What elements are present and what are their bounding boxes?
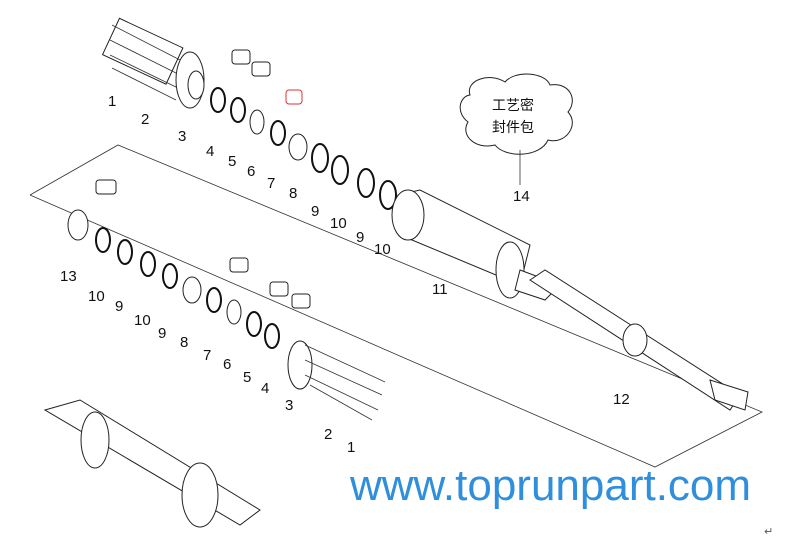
callout-10-lower: 10 — [88, 288, 105, 305]
callout-2: 2 — [141, 111, 149, 128]
seal-stack-top — [210, 49, 397, 210]
callout-1-lower: 1 — [347, 439, 355, 456]
callout-7-lower: 7 — [203, 347, 211, 364]
watermark: www.toprunpart.com — [349, 461, 751, 510]
callout-4: 4 — [206, 143, 214, 160]
callout-10b: 10 — [374, 241, 391, 258]
callout-9: 9 — [311, 203, 319, 220]
assembled-cylinder — [43, 399, 261, 528]
callout-7: 7 — [267, 175, 275, 192]
seal-kit-cloud — [459, 73, 573, 155]
callout-8-lower: 8 — [180, 334, 188, 351]
callout-8: 8 — [289, 185, 297, 202]
return-mark: ↵ — [764, 525, 773, 538]
callout-1: 1 — [108, 93, 116, 110]
piston-rod — [529, 269, 749, 411]
callout-6-lower: 6 — [223, 356, 231, 373]
seal-kit-label-1: 工艺密 — [492, 97, 534, 113]
callout-4-lower: 4 — [261, 380, 269, 397]
callout-6: 6 — [247, 163, 255, 180]
seal-stack-lower — [67, 179, 311, 349]
callout-3-lower: 3 — [285, 397, 293, 414]
callout-5-lower: 5 — [243, 369, 251, 386]
callout-9-lower: 9 — [115, 298, 123, 315]
tie-rod-assembly-top — [101, 17, 205, 109]
tie-rod-assembly-lower — [287, 340, 386, 421]
callout-2-lower: 2 — [324, 426, 332, 443]
callout-10: 10 — [330, 215, 347, 232]
callout-5: 5 — [228, 153, 236, 170]
seal-kit-label-2: 封件包 — [492, 119, 534, 135]
callout-9b-lower: 9 — [158, 325, 166, 342]
callout-9b: 9 — [356, 229, 364, 246]
ground-plane — [29, 144, 763, 468]
callout-3: 3 — [178, 128, 186, 145]
callout-11: 11 — [432, 281, 448, 298]
callout-14: 14 — [513, 188, 530, 205]
callout-13: 13 — [60, 268, 77, 285]
callout-10b-lower: 10 — [134, 312, 151, 329]
callout-12: 12 — [613, 391, 630, 408]
